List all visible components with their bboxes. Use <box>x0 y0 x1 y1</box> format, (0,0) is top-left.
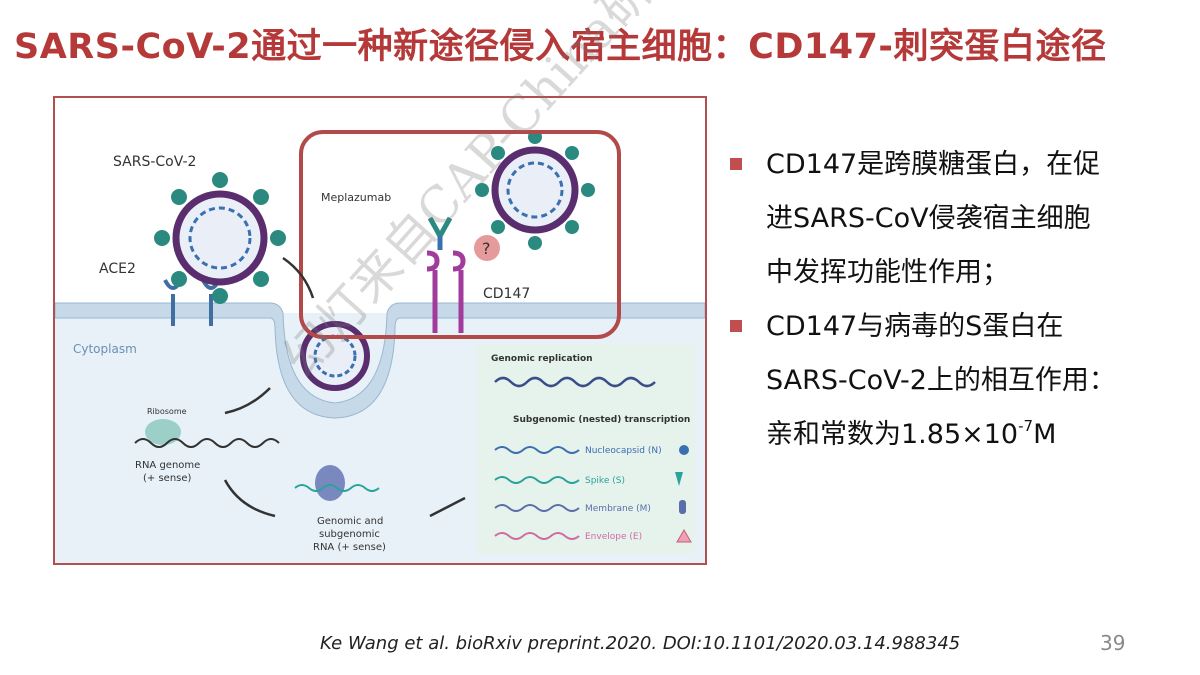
label-genomic-sub-2: subgenomic <box>319 529 380 540</box>
bullet-list: CD147是跨膜糖蛋白，在促 进SARS-CoV侵袭宿主细胞 中发挥功能性作用；… <box>724 138 1184 465</box>
nucleocapsid-icon <box>679 445 689 455</box>
entry-pathway-diagram: ? SARS-CoV-2 ACE2 Meplazumab CD147 Cy <box>55 130 705 563</box>
bullet-marker <box>730 158 742 170</box>
label-rna-genome-1: RNA genome <box>135 460 200 471</box>
affinity-suffix: M <box>1033 419 1057 450</box>
bullet-line-affinity: 亲和常数为1.85×10-7M <box>766 408 1184 465</box>
affinity-prefix: 亲和常数为1.85×10 <box>766 419 1019 450</box>
bullet-marker <box>730 320 742 332</box>
page-number: 39 <box>1100 631 1126 655</box>
affinity-exponent: -7 <box>1018 417 1034 435</box>
label-ace2: ACE2 <box>99 261 136 277</box>
rna-genome-strand <box>134 438 280 448</box>
label-cd147: CD147 <box>483 286 530 302</box>
label-meplazumab: Meplazumab <box>321 191 391 204</box>
label-nucleocapsid: Nucleocapsid (N) <box>585 446 662 456</box>
flow-arrows <box>223 256 466 518</box>
membrane-icon <box>679 500 686 514</box>
highlight-box <box>299 130 621 339</box>
label-rna-genome-2: (+ sense) <box>143 473 192 484</box>
genomic-replication-strand <box>494 376 656 388</box>
cd147-receptor <box>426 250 466 333</box>
meplazumab-antibody <box>427 216 453 250</box>
label-genomic-sub-3: RNA (+ sense) <box>313 542 386 553</box>
envelope-icon <box>676 529 692 543</box>
membrane-strand <box>494 504 580 512</box>
bullet-line: CD147与病毒的S蛋白在 <box>766 311 1064 342</box>
spike-strand <box>494 476 580 484</box>
bullet-item-2: CD147与病毒的S蛋白在 SARS-CoV-2上的相互作用： 亲和常数为1.8… <box>724 300 1184 465</box>
virus-particle <box>154 172 286 304</box>
bullet-line: 中发挥功能性作用； <box>766 257 1009 288</box>
virus-particle-cd147 <box>475 130 595 250</box>
nucleocapsid-strand <box>494 446 580 454</box>
bullet-line: 进SARS-CoV侵袭宿主细胞 <box>766 203 1091 234</box>
cell-membrane <box>55 302 705 419</box>
bullet-line: SARS-CoV-2上的相互作用： <box>766 365 1116 396</box>
question-bubble <box>474 235 500 261</box>
label-spike: Spike (S) <box>585 476 625 486</box>
label-membrane: Membrane (M) <box>585 504 651 514</box>
subgenomic-rna-strand <box>294 484 380 492</box>
label-subgenomic-transcription: Subgenomic (nested) transcription <box>513 415 690 425</box>
slide-title: SARS-CoV-2通过一种新途径侵入宿主细胞：CD147-刺突蛋白途径 <box>14 27 1107 67</box>
citation: Ke Wang et al. bioRxiv preprint.2020. DO… <box>320 633 961 654</box>
label-ribosome: Ribosome <box>147 407 187 416</box>
translation-complex <box>315 465 345 501</box>
question-mark: ? <box>482 239 491 258</box>
figure-frame: ? SARS-CoV-2 ACE2 Meplazumab CD147 Cy <box>53 96 707 565</box>
label-sars-cov-2: SARS-CoV-2 <box>113 154 196 170</box>
label-envelope: Envelope (E) <box>585 532 642 542</box>
bullet-line: CD147是跨膜糖蛋白，在促 <box>766 149 1101 180</box>
endocytosed-virus <box>300 321 370 391</box>
replication-panel <box>477 344 695 554</box>
label-cytoplasm: Cytoplasm <box>73 342 137 356</box>
envelope-strand <box>494 532 580 540</box>
label-genomic-sub-1: Genomic and <box>317 516 383 527</box>
label-genomic-replication: Genomic replication <box>491 354 593 364</box>
bullet-item-1: CD147是跨膜糖蛋白，在促 进SARS-CoV侵袭宿主细胞 中发挥功能性作用； <box>724 138 1184 300</box>
spike-icon <box>675 472 683 486</box>
